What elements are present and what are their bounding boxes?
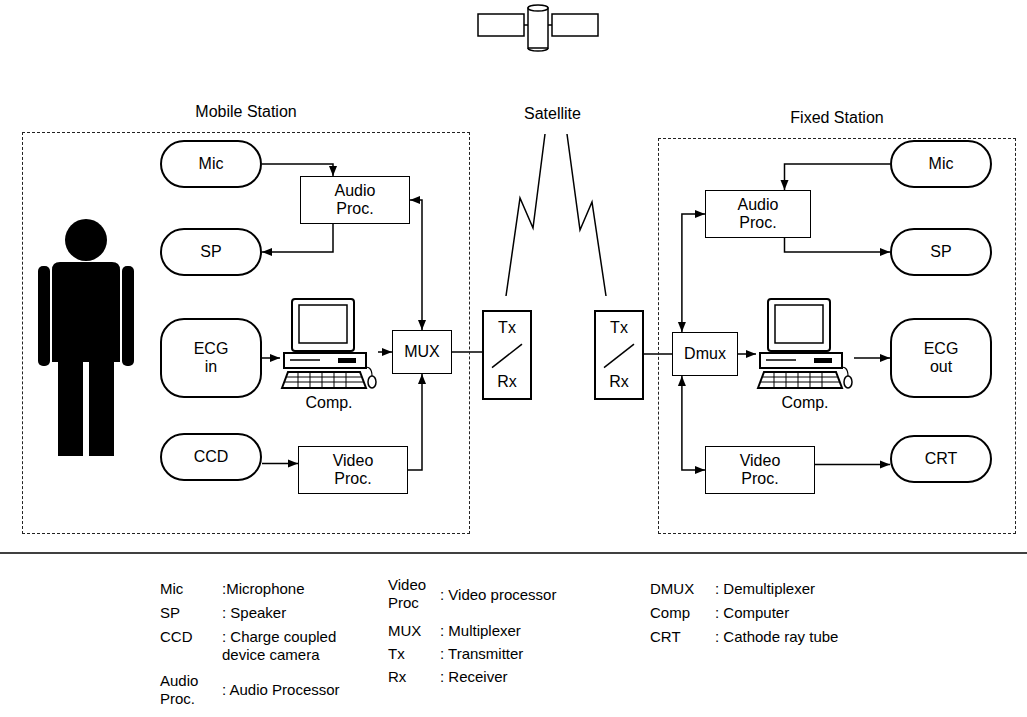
key-entry: Rx: [388, 668, 406, 686]
computer-node: Comp.: [280, 298, 378, 412]
key-entry: : Demultiplexer: [715, 580, 815, 598]
node-label: CCD: [194, 448, 229, 466]
node-label: Video Proc.: [734, 452, 786, 489]
process-box: Dmux: [672, 332, 738, 376]
computer-icon: [282, 299, 376, 388]
signal-connector: [738, 353, 756, 355]
transceiver-label: Rx: [609, 373, 629, 391]
transceiver-box: TxRx: [594, 310, 644, 400]
key-entry: Audio Proc.: [160, 672, 210, 708]
computer-label: Comp.: [781, 394, 828, 412]
node-label: SP: [200, 243, 221, 261]
station-heading: Fixed Station: [659, 109, 1015, 127]
node-label: SP: [930, 243, 951, 261]
computer-label: Comp.: [305, 394, 352, 412]
computer-node: Comp.: [756, 298, 854, 412]
key-entry: : Computer: [715, 604, 789, 622]
key-entry: :Microphone: [222, 580, 305, 598]
key-entry: : Multiplexer: [440, 622, 521, 640]
node-label: ECG in: [190, 340, 232, 377]
key-entry: : Cathode ray tube: [715, 628, 838, 646]
computer-icon: [758, 299, 852, 388]
process-box: MUX: [392, 330, 452, 374]
process-box: Audio Proc.: [300, 176, 410, 224]
signal-connector: [682, 376, 705, 470]
node-label: Audio Proc.: [732, 196, 784, 233]
transceiver-label: Tx: [610, 319, 628, 337]
process-box: Video Proc.: [298, 446, 408, 494]
node-label: Mic: [199, 155, 224, 173]
node-label: ECG out: [920, 340, 962, 377]
key-entry: Comp: [650, 604, 690, 622]
radio-link: [567, 134, 606, 296]
terminal-node: SP: [160, 228, 262, 276]
signal-connector: [262, 224, 333, 252]
node-label: Video Proc.: [327, 452, 379, 489]
key-entry: : Transmitter: [440, 645, 523, 663]
terminal-node: SP: [890, 228, 992, 276]
radio-link: [506, 134, 545, 296]
key-entry: MUX: [388, 622, 421, 640]
signal-connector: [785, 164, 891, 190]
process-box: Audio Proc.: [705, 190, 811, 238]
satellite-icon: [478, 5, 598, 51]
key-entry: SP: [160, 604, 180, 622]
person-silhouette: [38, 219, 134, 456]
key-entry: CCD: [160, 628, 193, 646]
signal-connector: [682, 214, 705, 332]
signal-connector: [408, 374, 422, 470]
station-region: Mobile StationMicAudio Proc.SPECG inComp…: [22, 132, 470, 534]
key-entry: : Video processor: [440, 586, 556, 604]
signal-connector: [815, 464, 890, 466]
signal-connector: [854, 357, 890, 359]
key-entry: : Audio Processor: [222, 681, 340, 699]
node-label: Audio Proc.: [329, 182, 381, 219]
process-box: Video Proc.: [705, 446, 815, 494]
key-entry: : Charge coupled device camera: [222, 628, 350, 664]
separator-line: [0, 552, 1027, 554]
signal-connector: [262, 164, 333, 176]
terminal-node: Mic: [160, 140, 262, 188]
key-entry: CRT: [650, 628, 681, 646]
terminal-node: CCD: [160, 433, 262, 481]
node-label: MUX: [404, 343, 440, 361]
terminal-node: ECG in: [160, 318, 262, 398]
key-entry: : Receiver: [440, 668, 508, 686]
key-entry: Video Proc: [388, 576, 438, 612]
key-entry: Mic: [160, 580, 183, 598]
signal-connector: [262, 463, 298, 465]
signal-connector: [262, 357, 280, 359]
key-entry: Tx: [388, 645, 405, 663]
key-entry: DMUX: [650, 580, 694, 598]
node-label: CRT: [925, 450, 958, 468]
signal-connector: [452, 351, 482, 353]
terminal-node: CRT: [890, 435, 992, 483]
station-heading: Mobile Station: [23, 103, 469, 121]
signal-connector: [785, 238, 891, 252]
signal-connector: [410, 200, 422, 330]
signal-connector: [378, 351, 392, 353]
node-label: Dmux: [684, 345, 726, 363]
station-region: Fixed StationAudio Proc.MicSPDmuxComp.EC…: [658, 138, 1016, 534]
node-label: Mic: [929, 155, 954, 173]
terminal-node: Mic: [890, 140, 992, 188]
key-entry: : Speaker: [222, 604, 286, 622]
satellite-label: Satellite: [524, 104, 581, 123]
transceiver-label: Rx: [497, 373, 517, 391]
terminal-node: ECG out: [890, 318, 992, 398]
transceiver-box: TxRx: [482, 310, 532, 400]
transceiver-label: Tx: [498, 319, 516, 337]
